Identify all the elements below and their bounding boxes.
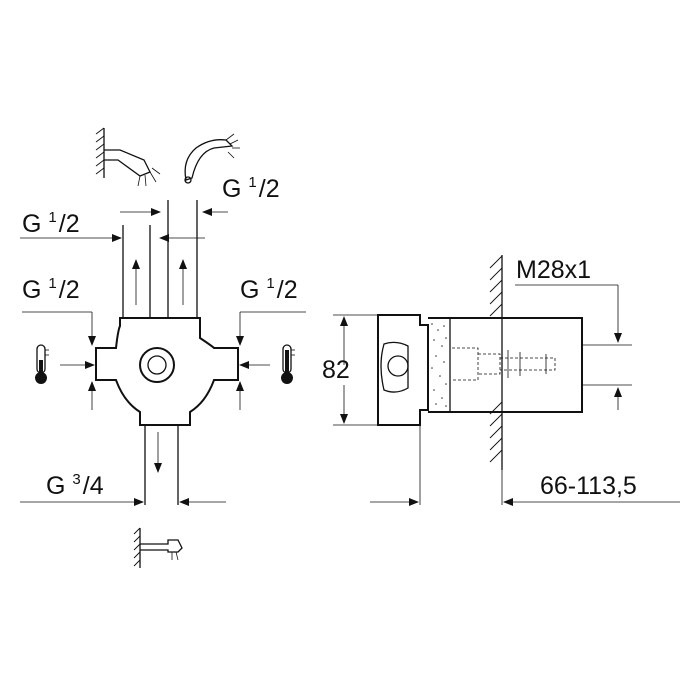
front-view xyxy=(20,200,306,506)
label-outlet-top-left: G 1/2 xyxy=(22,209,80,238)
label-install-depth: 66-113,5 xyxy=(540,472,637,500)
thermometer-cold-icon xyxy=(35,344,49,384)
label-outlet-top-right: G 1/2 xyxy=(222,174,280,203)
head-shower-icon xyxy=(95,127,161,187)
valve-body xyxy=(95,317,239,426)
label-outlet-bottom: G 3/4 xyxy=(46,471,104,500)
label-inlet-left: G 1/2 xyxy=(22,275,80,304)
thermometer-hot-icon xyxy=(281,344,295,384)
valve-spindle-inner xyxy=(147,355,167,375)
valve-spindle-outer xyxy=(139,347,175,383)
wall-hatching xyxy=(489,255,503,463)
label-body-height: 82 xyxy=(322,356,350,384)
bath-spout-icon xyxy=(133,527,183,568)
side-view xyxy=(333,255,680,506)
label-thread-size: M28x1 xyxy=(516,256,591,284)
housing-texture xyxy=(431,323,447,407)
valve-housing xyxy=(428,317,583,413)
hand-shower-icon xyxy=(184,133,240,184)
label-inlet-right: G 1/2 xyxy=(240,275,298,304)
valve-body-side xyxy=(377,314,429,426)
